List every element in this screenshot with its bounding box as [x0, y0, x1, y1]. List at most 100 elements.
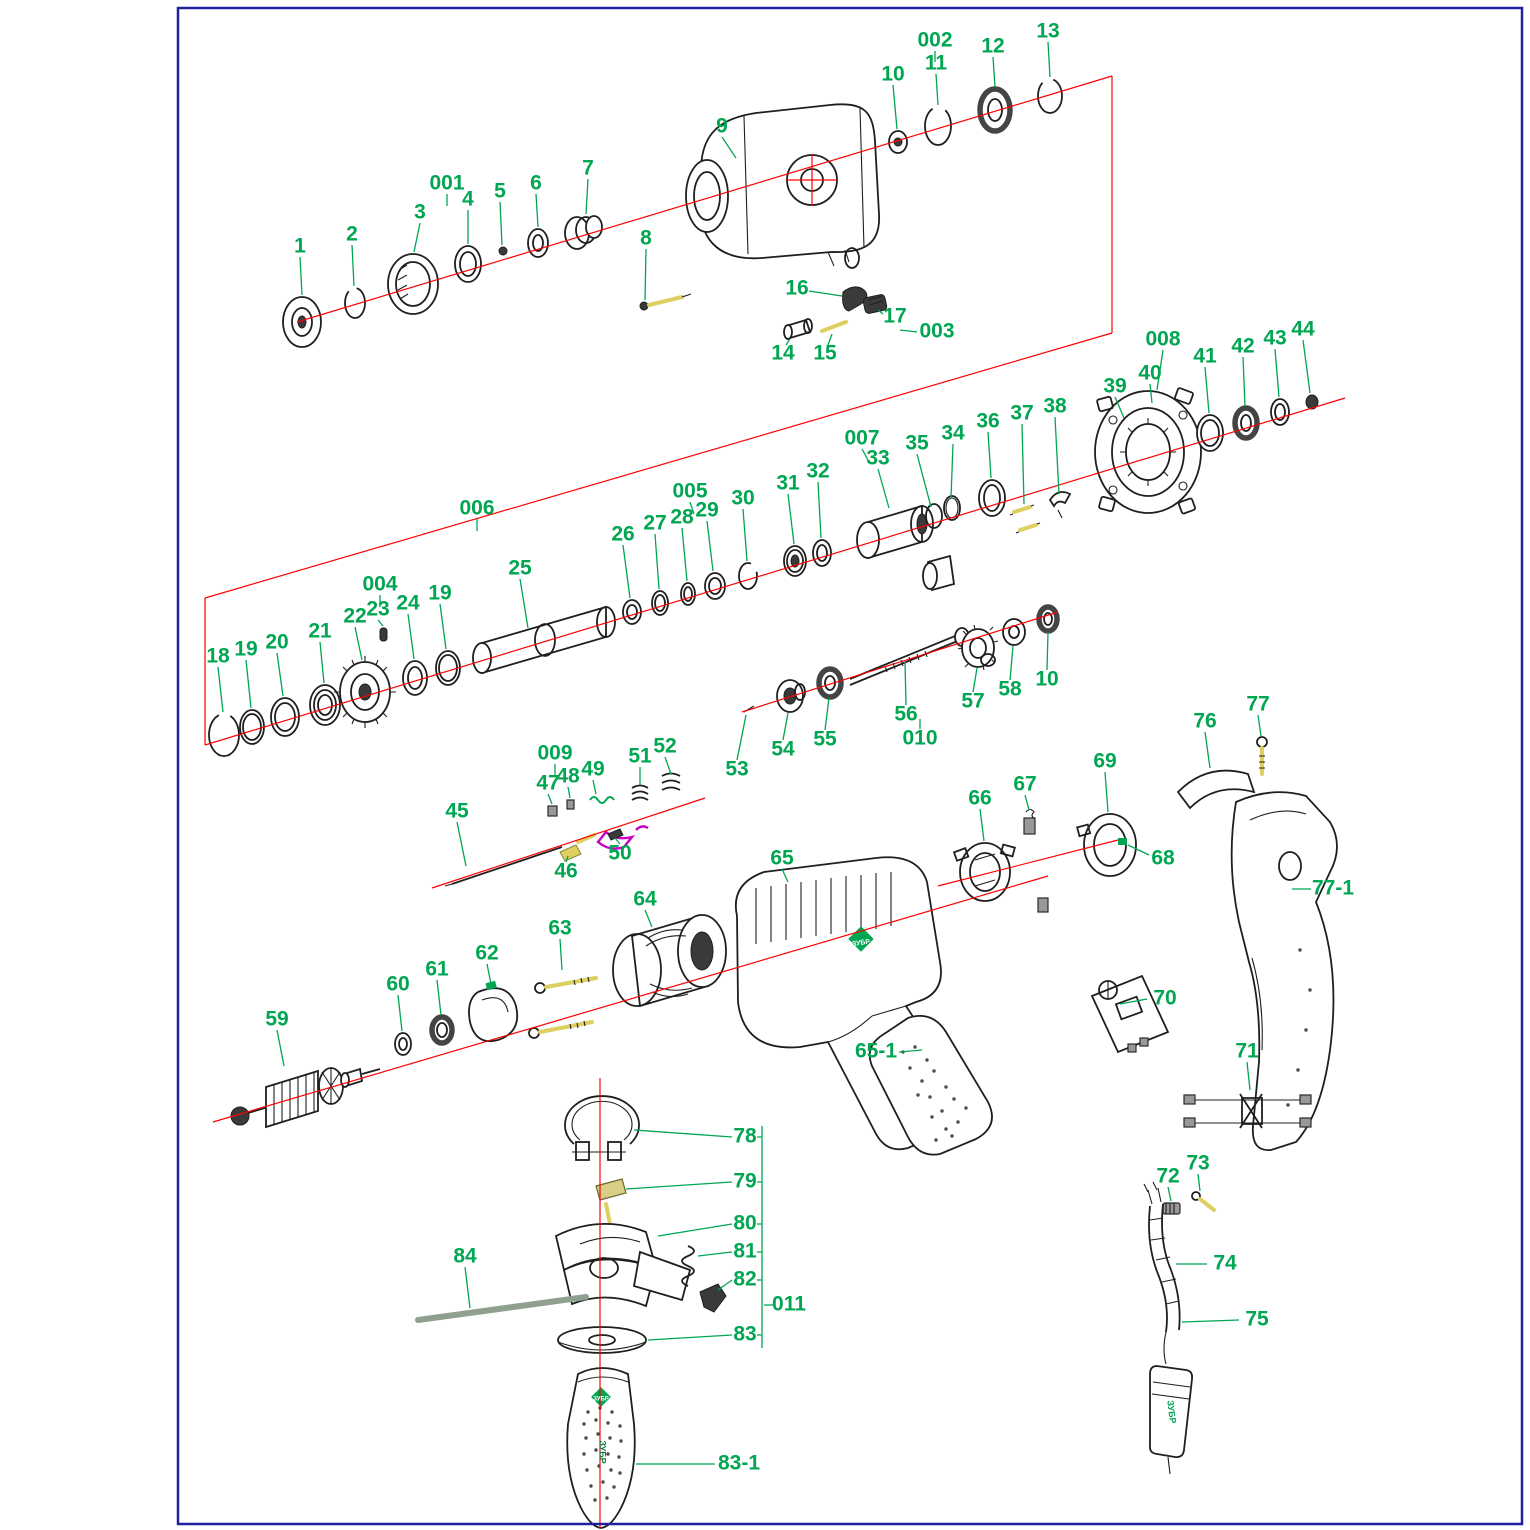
part-label-003: 003 — [919, 320, 954, 343]
leader-line-17 — [877, 309, 884, 315]
part-label-16: 16 — [785, 277, 808, 300]
part-label-28: 28 — [670, 506, 694, 529]
part-label-82: 82 — [733, 1268, 756, 1291]
leader-line-20 — [276, 652, 284, 697]
depth-gauge-rod-84 — [415, 1294, 589, 1323]
leader-line-49 — [592, 779, 597, 795]
brush-holder-66-67 — [952, 808, 1049, 913]
part-label-49: 49 — [581, 758, 604, 781]
part-label-47: 47 — [536, 772, 559, 795]
cable-clamp-71 — [1183, 1093, 1312, 1129]
part-label-81: 81 — [733, 1240, 757, 1263]
part-label-55: 55 — [813, 728, 837, 751]
clutch-housing-008 — [1094, 387, 1319, 515]
part-label-7: 7 — [582, 157, 594, 180]
leader-line-72 — [1167, 1186, 1172, 1202]
leader-line-33 — [877, 468, 890, 509]
leader-line-57 — [972, 667, 978, 693]
part-label-44: 44 — [1291, 318, 1315, 341]
leader-line-48 — [567, 786, 571, 799]
rear-handle-77-1 — [1176, 736, 1338, 1151]
part-label-006: 006 — [459, 497, 494, 520]
part-label-58: 58 — [998, 678, 1022, 701]
leader-line-68 — [1127, 844, 1150, 856]
part-label-83-1: 83-1 — [718, 1452, 760, 1475]
part-label-54: 54 — [771, 738, 795, 761]
leader-line-31 — [787, 493, 795, 545]
leader-line-28 — [681, 527, 688, 582]
part-label-8: 8 — [640, 227, 652, 250]
part-label-83: 83 — [733, 1323, 756, 1346]
leader-line-15 — [827, 333, 833, 346]
leader-line-29 — [706, 520, 714, 572]
motor-front-parts-60-64 — [394, 914, 727, 1056]
leader-line-36 — [987, 431, 992, 479]
part-label-14: 14 — [771, 342, 795, 365]
part-label-35: 35 — [905, 432, 929, 455]
part-label-72: 72 — [1156, 1165, 1179, 1188]
part-label-005: 005 — [672, 480, 707, 503]
part-label-70: 70 — [1153, 987, 1176, 1010]
leader-line-10 — [1046, 631, 1049, 671]
leader-line-58 — [1009, 645, 1014, 681]
part-label-71: 71 — [1235, 1040, 1259, 1063]
leader-line-37 — [1021, 423, 1025, 505]
leader-line-19 — [245, 659, 252, 709]
leader-line-19 — [439, 603, 447, 650]
leader-line-27 — [654, 533, 660, 590]
leader-line-52 — [664, 756, 672, 775]
part-label-6: 6 — [530, 172, 542, 195]
switch-70 — [1090, 974, 1170, 1054]
part-label-2: 2 — [346, 223, 358, 246]
part-label-66: 66 — [968, 787, 991, 810]
leader-line-45 — [456, 821, 467, 867]
leader-line-73 — [1197, 1173, 1201, 1192]
part-label-38: 38 — [1043, 395, 1067, 418]
part-label-60: 60 — [386, 973, 409, 996]
leader-line-38 — [1054, 416, 1060, 495]
part-label-75: 75 — [1245, 1308, 1269, 1331]
leader-line-35 — [916, 453, 932, 508]
leader-line-84 — [464, 1266, 471, 1309]
part-label-15: 15 — [813, 342, 837, 365]
leader-line-41 — [1204, 366, 1210, 414]
gear-housing-002 — [685, 78, 1063, 267]
part-label-002: 002 — [917, 29, 952, 52]
cord-parts-72-75 — [1143, 1181, 1216, 1475]
leader-line-22 — [354, 626, 363, 661]
part-label-29: 29 — [695, 499, 718, 522]
leader-line-24 — [407, 613, 415, 660]
part-label-80: 80 — [733, 1212, 756, 1235]
part-label-68: 68 — [1151, 847, 1175, 870]
part-label-18: 18 — [206, 645, 230, 668]
part-label-52: 52 — [653, 735, 676, 758]
brand-logo-text-2: ЗУБР — [598, 1440, 608, 1463]
part-label-32: 32 — [806, 460, 829, 483]
part-label-79: 79 — [733, 1170, 756, 1193]
page-border — [176, 6, 1524, 1526]
leader-line-6 — [535, 193, 539, 228]
leader-line-79 — [625, 1181, 733, 1190]
leader-line-18 — [217, 666, 224, 713]
leader-line-10 — [892, 84, 898, 130]
part-label-64: 64 — [633, 888, 657, 911]
leader-line-76 — [1204, 731, 1211, 769]
part-label-42: 42 — [1231, 335, 1254, 358]
leader-line-54 — [782, 712, 789, 741]
part-label-23: 23 — [366, 598, 389, 621]
part-label-25: 25 — [508, 557, 532, 580]
leader-line-69 — [1104, 771, 1109, 813]
part-label-46: 46 — [554, 860, 577, 883]
leader-line-50 — [614, 837, 621, 845]
leader-line-44 — [1302, 339, 1311, 394]
leader-line-65 — [781, 868, 789, 883]
part-label-21: 21 — [308, 620, 332, 643]
part-label-48: 48 — [556, 765, 580, 788]
part-label-77-1: 77-1 — [1312, 877, 1354, 900]
leader-line-7 — [585, 178, 589, 215]
leader-line-83 — [647, 1334, 733, 1341]
leader-line-32 — [817, 481, 822, 539]
